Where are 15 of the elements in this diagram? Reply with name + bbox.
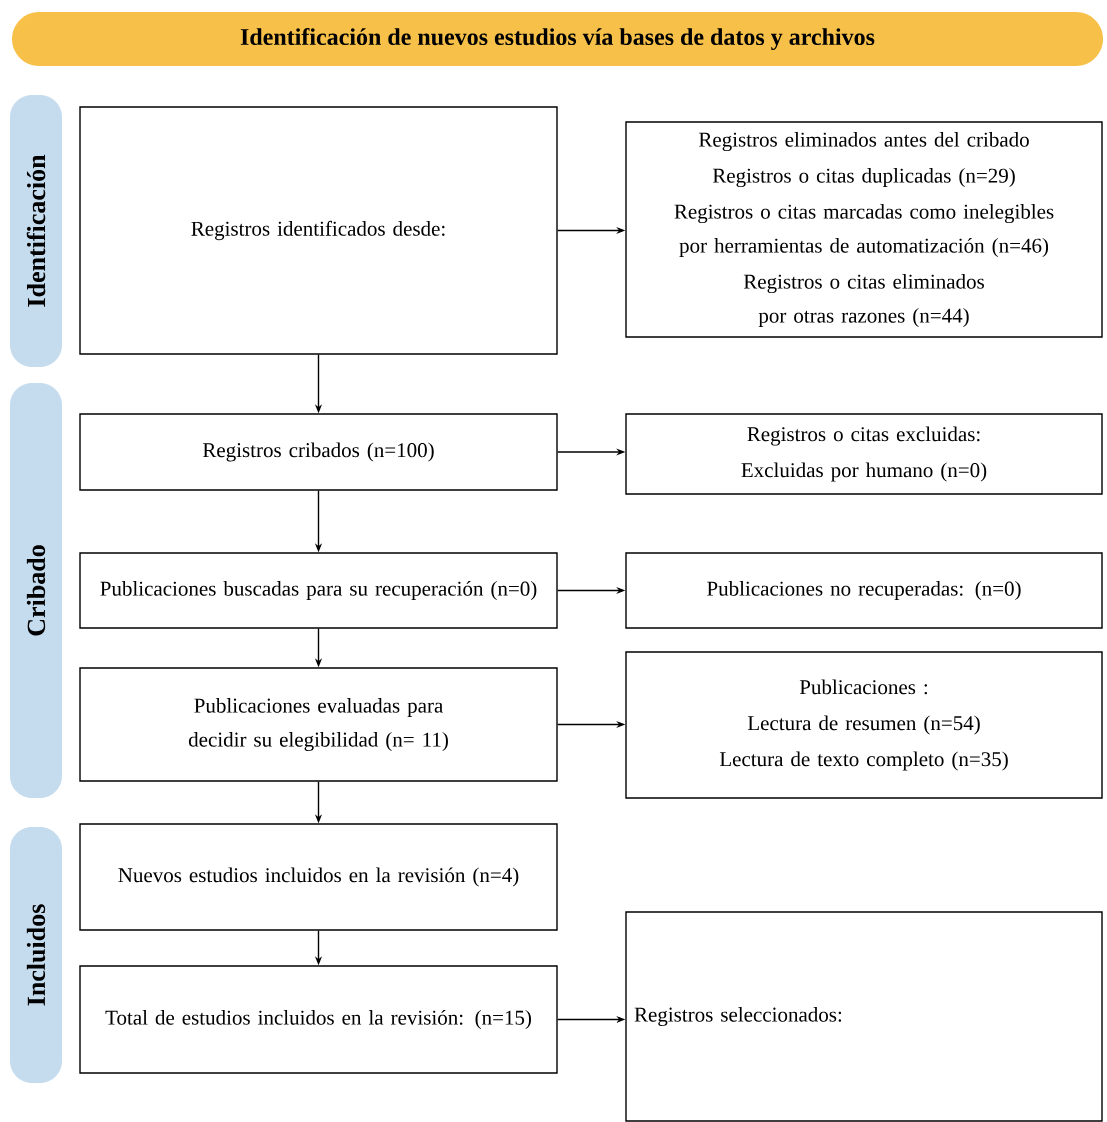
- phase-label: Identificación: [10, 95, 62, 367]
- process-box: Publicaciones no recuperadas: (n=0): [625, 552, 1103, 629]
- title-banner: Identificación de nuevos estudios vía bases de datos y archivos: [12, 12, 1103, 66]
- process-box: Total de estudios incluidos en la revisión: (n=15): [79, 965, 558, 1074]
- process-box: Publicaciones buscadas para su recuperación (n=0): [79, 552, 558, 629]
- process-box: Registros eliminados antes del cribado Registros o citas duplicadas (n=29) Registros o citas marcadas como inelegibles por herramientas de automatización (n=46) Registros o citas eliminados por otras razones (n=44): [625, 121, 1103, 338]
- process-box: Registros cribados (n=100): [79, 413, 558, 491]
- process-box: Registros o citas excluidas: Excluidas por humano (n=0): [625, 413, 1103, 495]
- process-box: Nuevos estudios incluidos en la revisión (n=4): [79, 823, 558, 931]
- process-box: Registros seleccionados:: [625, 911, 1103, 1122]
- phase-label: Cribado: [10, 383, 62, 798]
- process-box: Publicaciones : Lectura de resumen (n=54) Lectura de texto completo (n=35): [625, 651, 1103, 799]
- process-box: Publicaciones evaluadas para decidir su elegibilidad (n= 11): [79, 667, 558, 782]
- process-box: Registros identificados desde:: [79, 106, 558, 355]
- phase-label: Incluidos: [10, 827, 62, 1083]
